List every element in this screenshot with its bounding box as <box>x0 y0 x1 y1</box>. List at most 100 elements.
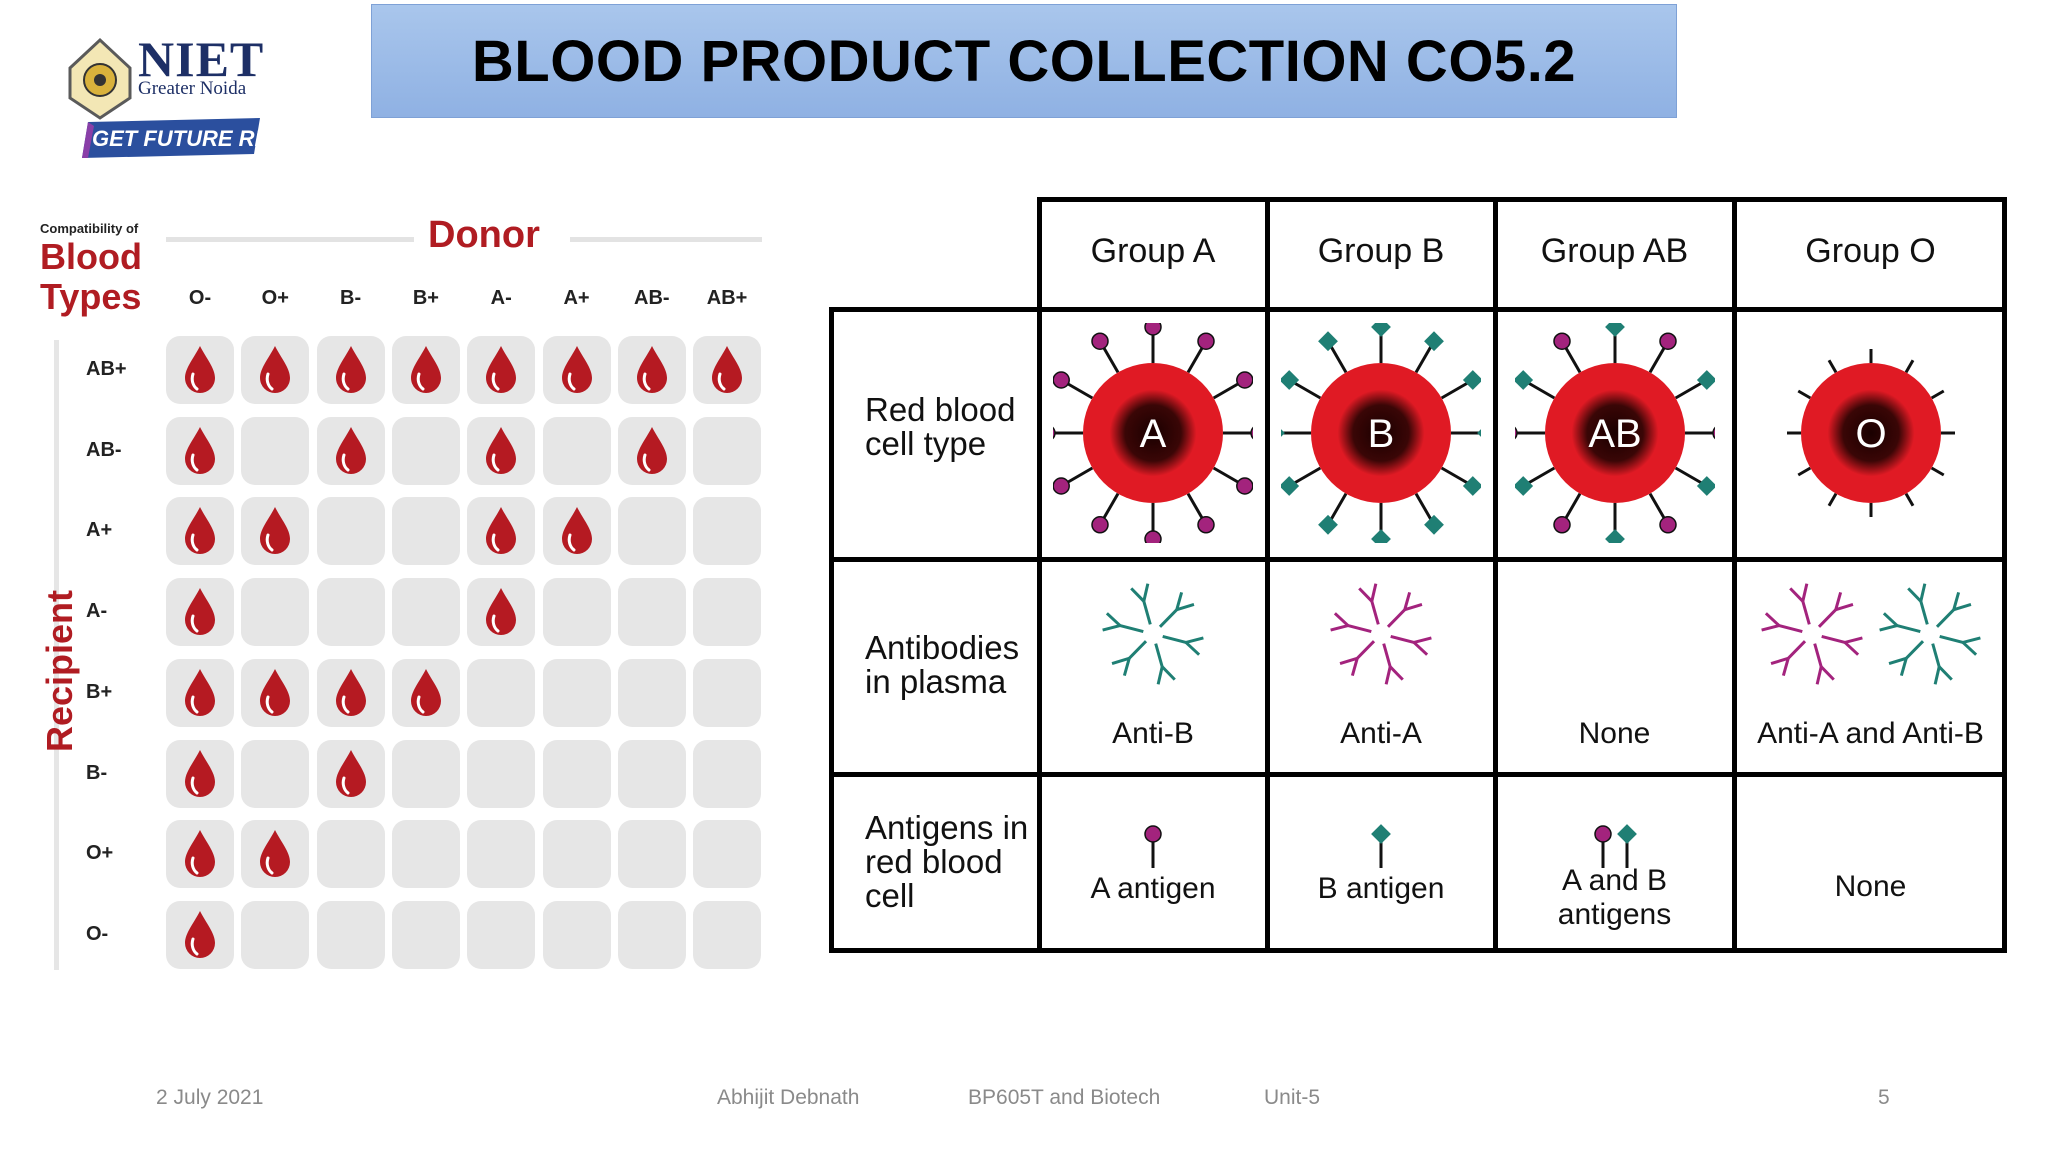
rbc-cell-1: B <box>1265 317 1497 549</box>
chart-heading-small: Compatibility of <box>40 221 139 236</box>
compat-cell <box>241 820 310 889</box>
logo-tagline: GET FUTURE READY <box>92 126 316 151</box>
compat-cell <box>542 900 611 969</box>
antigen-label-0: A antigen <box>1039 872 1267 906</box>
blood-drop-icon <box>185 346 215 393</box>
red-blood-cell-b-icon: B <box>1265 317 1497 549</box>
compat-cell <box>617 336 686 404</box>
compat-cell <box>166 658 234 727</box>
donor-type-5: A+ <box>563 287 590 309</box>
antibody-icon <box>1878 583 1981 685</box>
antibody-label-0: Anti-B <box>1112 717 1194 750</box>
compat-cell <box>391 658 460 727</box>
donor-type-0: O- <box>188 287 212 309</box>
red-blood-cell-a-icon: A <box>1038 318 1268 548</box>
table-border <box>829 557 2007 562</box>
compat-cell <box>467 739 536 808</box>
table-column-line <box>1732 197 1737 953</box>
cell-letter: B <box>1368 412 1395 456</box>
compat-cell <box>693 739 762 808</box>
table-border <box>829 772 2007 777</box>
table-border-top <box>1039 197 2007 202</box>
footer-page-number: 5 <box>1878 1086 1890 1109</box>
antigen-cell-1 <box>1267 822 1495 872</box>
compat-cell <box>467 336 536 404</box>
compat-cell <box>391 416 460 485</box>
table-border-bottom <box>829 948 2007 953</box>
compat-cell <box>241 658 310 727</box>
blood-drop-icon <box>486 588 517 636</box>
antibody-cell-3 <box>1734 579 2007 689</box>
table-column-line <box>2002 197 2007 953</box>
blood-drop-icon <box>185 426 215 474</box>
antigen-label-line: antigens <box>1557 898 1672 931</box>
compat-cell <box>467 497 536 566</box>
compat-cell <box>467 578 536 647</box>
a-antigen-icon <box>1144 825 1162 868</box>
group-header-1: Group B <box>1317 232 1445 270</box>
red-blood-cell-o-icon: O <box>1786 349 1955 517</box>
compat-cell <box>241 336 310 404</box>
compat-cell <box>693 497 762 566</box>
compat-cell <box>316 497 385 566</box>
compat-cell <box>316 900 385 969</box>
compat-cell <box>391 900 460 969</box>
recipient-axis-label: Recipient <box>39 589 80 753</box>
compat-cell <box>617 658 686 727</box>
table-column-line <box>1493 197 1498 953</box>
recipient-divider <box>54 340 59 970</box>
blood-drop-icon <box>260 346 291 393</box>
row-label-antigens-line: red blood <box>865 843 1003 880</box>
recipient-type-1: AB- <box>86 438 122 461</box>
blood-drop-icon <box>185 910 215 958</box>
compat-cell <box>166 497 234 566</box>
compat-cell <box>467 658 536 727</box>
compat-cell <box>316 416 385 485</box>
compat-cell <box>693 416 762 485</box>
cell-letter: AB <box>1588 412 1641 456</box>
compat-cell <box>316 578 385 647</box>
table-column-line <box>1265 197 1270 953</box>
compat-cell <box>542 820 611 889</box>
antibody-icon <box>1102 583 1204 685</box>
group-header-0: Group A <box>1090 232 1216 270</box>
compat-cell <box>241 416 310 485</box>
compat-cell <box>241 900 310 969</box>
compat-cell <box>542 739 611 808</box>
compat-cell <box>542 336 611 404</box>
compat-cell <box>391 820 460 889</box>
logo-subtitle: Greater Noida <box>138 78 247 99</box>
rbc-cell-0: A <box>1038 318 1268 548</box>
blood-drop-icon <box>260 668 291 716</box>
recipient-type-3: A- <box>86 600 108 623</box>
niet-logo-emblem <box>68 37 132 120</box>
donor-divider-left <box>166 237 414 242</box>
recipient-type-5: B- <box>86 761 108 784</box>
compat-cell <box>316 820 385 889</box>
footer-date: 2 July 2021 <box>156 1086 264 1109</box>
antigen-label-line: A antigen <box>1090 872 1216 905</box>
blood-drop-icon <box>486 426 517 474</box>
compat-cell <box>166 578 234 647</box>
antibody-icon <box>1330 583 1432 685</box>
blood-drop-icon <box>260 830 291 878</box>
compat-cell <box>166 416 234 485</box>
chart-heading-line2: Types <box>40 276 142 317</box>
recipient-type-7: O- <box>86 922 109 945</box>
blood-drop-icon <box>410 668 441 716</box>
donor-type-7: AB+ <box>706 287 748 309</box>
antigen-label-line: B antigen <box>1317 872 1445 905</box>
ab-antigen-icon <box>1593 824 1637 868</box>
group-header-3: Group O <box>1805 232 1936 270</box>
blood-drop-icon <box>636 426 667 474</box>
blood-drop-icon <box>185 830 215 878</box>
compat-cell <box>617 497 686 566</box>
blood-drop-icon <box>335 426 366 474</box>
blood-drop-icon <box>486 346 517 393</box>
cell-letter: O <box>1855 412 1886 456</box>
antigen-label-line: A and B <box>1561 864 1668 897</box>
antibody-icon <box>1760 583 1863 685</box>
compat-cell <box>241 739 310 808</box>
